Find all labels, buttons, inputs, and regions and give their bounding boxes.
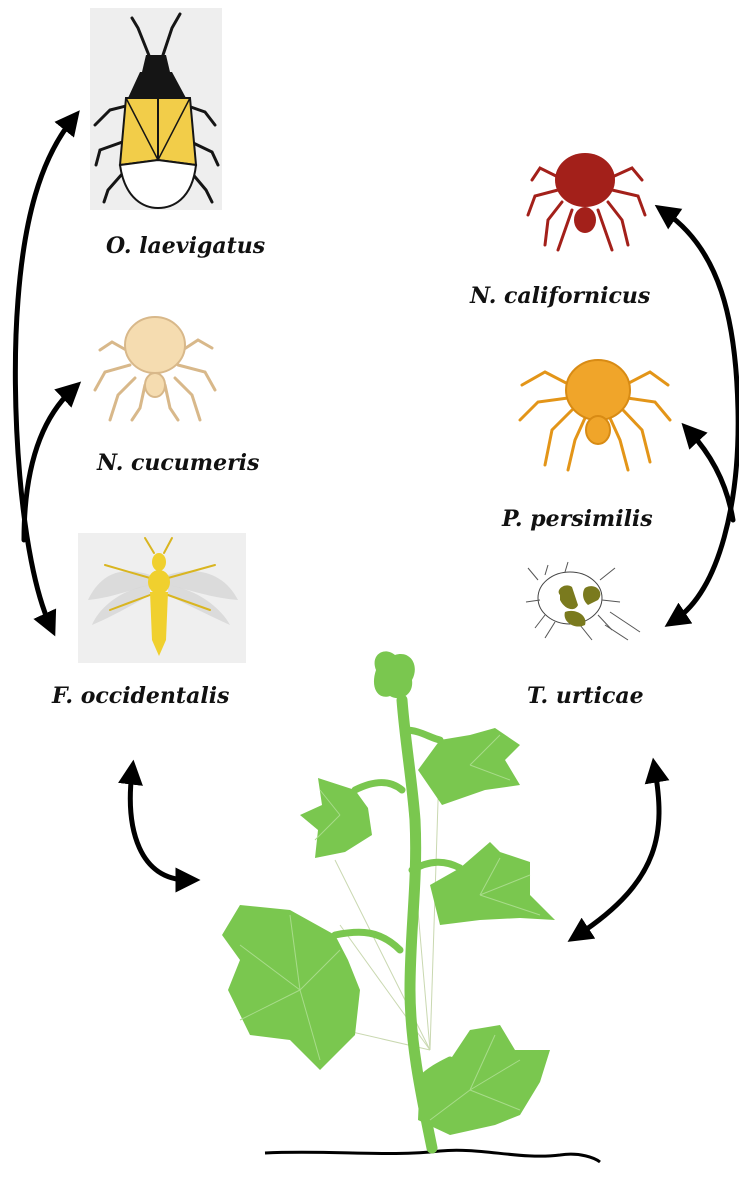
predatory-mite-orange-icon xyxy=(520,360,670,470)
spider-mite-icon xyxy=(526,562,640,640)
label-t-urticae: T. urticae xyxy=(527,685,644,707)
predatory-mite-red-icon xyxy=(528,153,645,250)
cucumber-plant-icon xyxy=(222,651,600,1162)
label-f-occidentalis: F. occidentalis xyxy=(52,685,229,707)
arrow-n-californicus-t-urticae xyxy=(665,212,738,620)
thrips-icon xyxy=(78,533,246,663)
arrow-f-occidentalis-plant xyxy=(130,772,188,880)
leaf-4 xyxy=(222,905,360,1070)
predatory-mite-icon xyxy=(95,317,215,420)
arrow-n-cucumeris-f-occidentalis xyxy=(24,390,72,540)
label-n-cucumeris: N. cucumeris xyxy=(97,452,259,474)
label-n-californicus: N. californicus xyxy=(470,285,650,307)
minute-pirate-bug-icon xyxy=(90,8,222,210)
arrow-p-persimilis-t-urticae xyxy=(690,432,733,520)
arrow-o-laevigatus-f-occidentalis xyxy=(15,120,72,625)
leaf-5 xyxy=(418,1025,550,1135)
leaf-top xyxy=(374,651,415,698)
label-p-persimilis: P. persimilis xyxy=(502,508,653,530)
arrow-t-urticae-plant xyxy=(578,770,659,935)
leaf-3 xyxy=(430,842,555,925)
label-o-laevigatus: O. laevigatus xyxy=(106,235,265,257)
